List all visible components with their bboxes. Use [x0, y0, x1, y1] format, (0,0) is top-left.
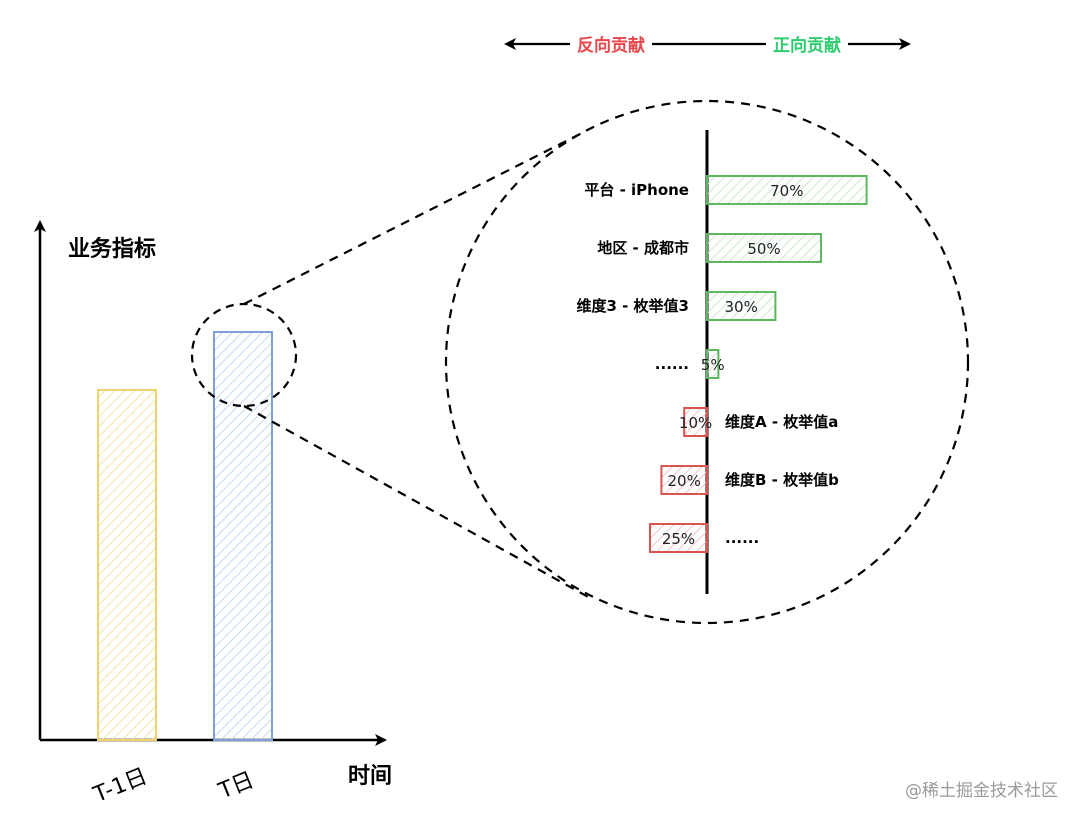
- watermark: @稀土掘金技术社区: [905, 781, 1058, 801]
- bar-value-label: 20%: [668, 472, 701, 490]
- dimension-label: 地区 - 成都市: [597, 239, 689, 257]
- large-zoom-circle: [444, 99, 970, 625]
- positive-bar: [706, 175, 868, 205]
- negative-contribution-label: 反向贡献: [577, 35, 645, 56]
- dimension-label: ......: [655, 355, 689, 373]
- zoom-callout: [190, 99, 970, 625]
- dimension-label: 平台 - iPhone: [584, 181, 689, 199]
- direction-header: 反向贡献 正向贡献: [504, 35, 911, 56]
- contribution-chart: 70% 平台 - iPhone 50% 地区 - 成都市 30% 维度3 - 枚举值3 5%…: [576, 130, 868, 594]
- x-axis-title: 时间: [348, 764, 392, 789]
- x-tick-label: T日: [215, 768, 258, 805]
- bar-value-label: 50%: [747, 240, 780, 258]
- y-axis-title: 业务指标: [68, 236, 156, 262]
- dimension-label: 维度B - 枚举值b: [725, 471, 839, 489]
- negative-bar: [683, 407, 709, 437]
- positive-bar: [706, 233, 822, 263]
- bar-2: [213, 331, 273, 741]
- left-bar-chart: 业务指标 时间 T-1日 T日: [34, 220, 392, 808]
- positive-bar: [706, 349, 720, 379]
- bar-value-label: 25%: [662, 530, 695, 548]
- dimension-label: 维度3 - 枚举值3: [576, 297, 689, 315]
- positive-contribution-label: 正向贡献: [773, 35, 841, 56]
- x-tick-label: T-1日: [89, 764, 151, 808]
- negative-bar: [649, 523, 708, 553]
- bar-value-label: 5%: [701, 356, 725, 374]
- bar-value-label: 70%: [770, 182, 803, 200]
- positive-bar: [706, 291, 777, 321]
- bar-1: [97, 389, 157, 741]
- negative-bar: [660, 465, 709, 495]
- bar-value-label: 10%: [679, 414, 712, 432]
- callout-line-top: [243, 130, 587, 305]
- dimension-label: ......: [725, 529, 759, 547]
- callout-line-bottom: [243, 405, 591, 599]
- bar-value-label: 30%: [725, 298, 758, 316]
- dimension-label: 维度A - 枚举值a: [725, 413, 838, 431]
